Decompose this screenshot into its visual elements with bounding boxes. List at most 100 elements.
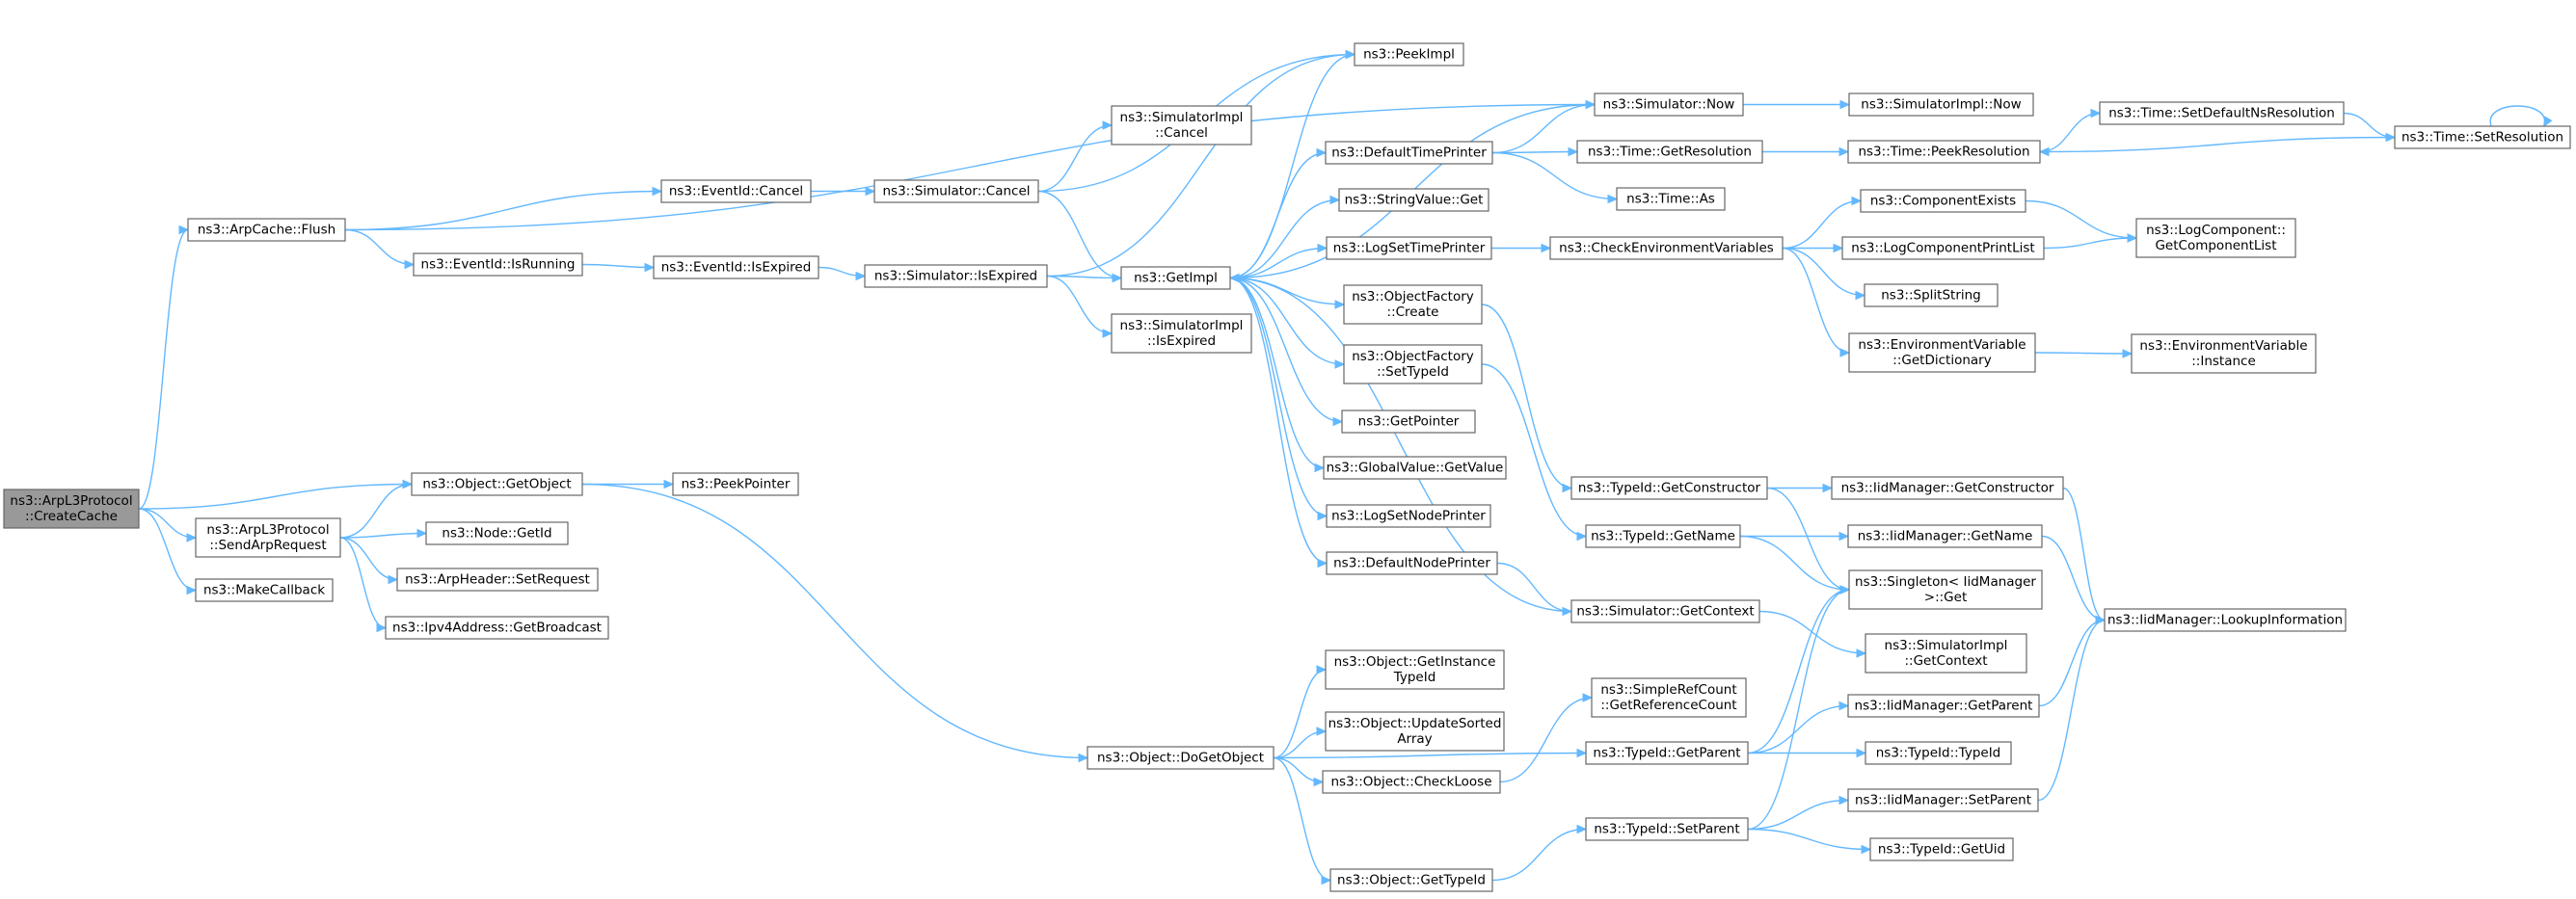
node-globalvalue-getvalue[interactable]: ns3::GlobalValue::GetValue <box>1323 456 1507 480</box>
node-label: ::Create <box>1387 304 1439 320</box>
node-box <box>425 521 569 545</box>
node-box <box>1576 140 1763 164</box>
edge-typeid-setparent-to-singleton-get <box>1747 589 1850 831</box>
node-eventid-isexpired[interactable]: ns3::EventId::IsExpired <box>653 255 819 279</box>
edge-objectfactory-settypeid-to-typeid-getname <box>1481 363 1587 538</box>
node-getimpl[interactable]: ns3::GetImpl <box>1120 266 1231 290</box>
node-label: ::SendArpRequest <box>209 538 326 553</box>
edge-arrowhead <box>1112 273 1123 283</box>
node-simimpl-cancel[interactable]: ns3::SimulatorImpl::Cancel <box>1111 105 1252 145</box>
node-objectfactory-settypeid[interactable]: ns3::ObjectFactory::SetTypeId <box>1343 344 1483 384</box>
edge-getimpl-to-getpointer <box>1229 277 1343 423</box>
node-node-getid[interactable]: ns3::Node::GetId <box>425 521 569 545</box>
node-defaulttimeprinter[interactable]: ns3::DefaultTimePrinter <box>1325 141 1493 165</box>
node-label: ns3::Simulator::Cancel <box>882 184 1030 199</box>
node-sendarprequest[interactable]: ns3::ArpL3Protocol::SendArpRequest <box>195 517 341 558</box>
node-box <box>1343 284 1483 325</box>
node-box <box>1549 236 1784 260</box>
node-object-gettypeid[interactable]: ns3::Object::GetTypeId <box>1329 868 1493 892</box>
edge-arrowhead <box>416 528 428 539</box>
node-typeid-getparent[interactable]: ns3::TypeId::GetParent <box>1585 741 1749 765</box>
node-splitstring[interactable]: ns3::SplitString <box>1864 283 1999 307</box>
node-typeid-getuid[interactable]: ns3::TypeId::GetUid <box>1869 837 2014 861</box>
node-box <box>1326 504 1491 528</box>
node-object-checkloose[interactable]: ns3::Object::CheckLoose <box>1322 770 1501 794</box>
node-time-setdefaultnsres[interactable]: ns3::Time::SetDefaultNsResolution <box>2099 101 2345 125</box>
node-box <box>413 252 583 277</box>
node-simulator-now[interactable]: ns3::Simulator::Now <box>1594 93 1744 117</box>
node-envvar-getdictionary[interactable]: ns3::EnvironmentVariable::GetDictionary <box>1848 332 2036 373</box>
node-time-setresolution[interactable]: ns3::Time::SetResolution <box>2394 125 2571 149</box>
edge-arrowhead <box>1317 558 1328 568</box>
node-checkenvvars[interactable]: ns3::CheckEnvironmentVariables <box>1549 236 1784 260</box>
edge-getimpl-to-globalvalue-getvalue <box>1229 277 1325 469</box>
node-simplerefcount[interactable]: ns3::SimpleRefCount::GetReferenceCount <box>1591 677 1747 718</box>
node-eventid-cancel[interactable]: ns3::EventId::Cancel <box>660 179 812 203</box>
edge-arrowhead <box>2543 116 2553 128</box>
node-typeid-typeid[interactable]: ns3::TypeId::TypeId <box>1865 741 2012 765</box>
edge-defaulttimeprinter-to-time-as <box>1491 151 1618 200</box>
node-object-getobject[interactable]: ns3::Object::GetObject <box>411 472 583 496</box>
node-box <box>1120 266 1231 290</box>
node-createcache[interactable]: ns3::ArpL3Protocol::CreateCache <box>3 489 140 529</box>
node-logcomponentprintlist[interactable]: ns3::LogComponentPrintList <box>1841 236 2045 260</box>
node-ipv4-getbroadcast[interactable]: ns3::Ipv4Address::GetBroadcast <box>385 616 609 640</box>
node-iid-getname[interactable]: ns3::IidManager::GetName <box>1847 524 2043 548</box>
node-time-peekresolution[interactable]: ns3::Time::PeekResolution <box>1847 140 2041 164</box>
node-logsettimeprinter[interactable]: ns3::LogSetTimePrinter <box>1326 236 1492 260</box>
node-arpcache-flush[interactable]: ns3::ArpCache::Flush <box>187 218 346 242</box>
node-label: ns3::PeekPointer <box>682 477 791 492</box>
node-box <box>660 179 812 203</box>
node-label: ns3::TypeId::GetUid <box>1878 842 2005 858</box>
edge-eventid-isrunning-to-eventid-isexpired <box>581 263 655 269</box>
node-getpointer[interactable]: ns3::GetPointer <box>1341 410 1476 434</box>
node-logsetnodeprinter[interactable]: ns3::LogSetNodePrinter <box>1326 504 1491 528</box>
node-time-getresolution[interactable]: ns3::Time::GetResolution <box>1576 140 1763 164</box>
node-box <box>1869 837 2014 861</box>
node-makecallback[interactable]: ns3::MakeCallback <box>195 578 334 602</box>
node-iid-setparent[interactable]: ns3::IidManager::SetParent <box>1847 788 2039 812</box>
edge-simulator-isexpired-to-simimpl-isexpired <box>1046 275 1113 334</box>
node-singleton-get[interactable]: ns3::Singleton< IidManager>::Get <box>1848 569 2043 610</box>
node-stringvalue-get[interactable]: ns3::StringValue::Get <box>1338 188 1489 212</box>
node-envvar-instance[interactable]: ns3::EnvironmentVariable::Instance <box>2131 333 2317 374</box>
edge-arrowhead <box>1838 531 1850 542</box>
node-object-dogetobject[interactable]: ns3::Object::DoGetObject <box>1087 746 1275 770</box>
node-label: ns3::SimulatorImpl <box>1120 110 1244 125</box>
node-simulator-getcontext[interactable]: ns3::Simulator::GetContext <box>1570 599 1760 623</box>
node-defaultnodeprinter[interactable]: ns3::DefaultNodePrinter <box>1326 551 1498 575</box>
edge-objectfactory-create-to-typeid-getconstructor <box>1481 304 1572 489</box>
node-iid-lookupinfo[interactable]: ns3::IidManager::LookupInformation <box>2104 608 2347 632</box>
node-simulator-cancel[interactable]: ns3::Simulator::Cancel <box>873 179 1039 203</box>
node-time-as[interactable]: ns3::Time::As <box>1616 187 1726 211</box>
edge-arrowhead <box>1102 329 1114 338</box>
node-box <box>1354 42 1464 66</box>
node-iid-getconstructor[interactable]: ns3::IidManager::GetConstructor <box>1831 476 2064 500</box>
node-objectfactory-create[interactable]: ns3::ObjectFactory::Create <box>1343 284 1483 325</box>
node-simulator-isexpired[interactable]: ns3::Simulator::IsExpired <box>864 264 1048 288</box>
node-box <box>1594 93 1744 117</box>
node-typeid-setparent[interactable]: ns3::TypeId::SetParent <box>1585 817 1749 841</box>
node-logcomponent-getlist[interactable]: ns3::LogComponent::GetComponentList <box>2135 218 2296 258</box>
node-typeid-getname[interactable]: ns3::TypeId::GetName <box>1585 524 1741 548</box>
node-simimpl-getcontext[interactable]: ns3::SimulatorImpl::GetContext <box>1865 633 2027 674</box>
edge-arrowhead <box>1576 531 1588 542</box>
edge-arrowhead <box>1851 196 1863 206</box>
node-peekpointer[interactable]: ns3::PeekPointer <box>672 472 799 496</box>
node-iid-getparent[interactable]: ns3::IidManager::GetParent <box>1847 694 2040 718</box>
node-simimpl-isexpired[interactable]: ns3::SimulatorImpl::IsExpired <box>1111 313 1252 354</box>
node-arpheader-setrequest[interactable]: ns3::ArpHeader::SetRequest <box>396 568 599 592</box>
node-eventid-isrunning[interactable]: ns3::EventId::IsRunning <box>413 252 583 277</box>
edge-arrowhead <box>1329 195 1341 205</box>
node-simimpl-now[interactable]: ns3::SimulatorImpl::Now <box>1848 93 2034 117</box>
node-label: ns3::MakeCallback <box>203 583 325 598</box>
node-peekimpl[interactable]: ns3::PeekImpl <box>1354 42 1464 66</box>
node-label: ns3::IidManager::GetName <box>1858 529 2033 544</box>
node-componentexists[interactable]: ns3::ComponentExists <box>1860 189 2026 213</box>
node-label: ns3::LogSetTimePrinter <box>1333 241 1486 256</box>
edge-arrowhead <box>376 622 388 633</box>
node-typeid-getconstructor[interactable]: ns3::TypeId::GetConstructor <box>1570 476 1768 500</box>
node-box <box>1860 189 2026 213</box>
